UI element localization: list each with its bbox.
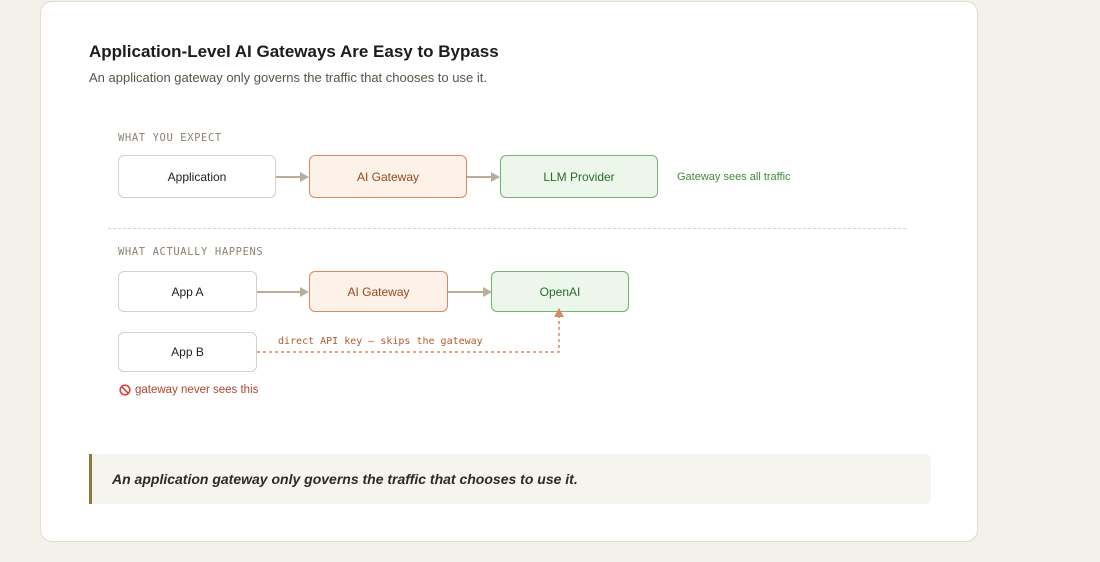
expected-provider-node: LLM Provider bbox=[500, 155, 658, 198]
section-divider bbox=[108, 228, 906, 229]
openai-node: OpenAI bbox=[491, 271, 629, 312]
actual-arrow-2 bbox=[448, 287, 492, 297]
expected-application-node: Application bbox=[118, 155, 276, 198]
expected-section-label: WHAT YOU EXPECT bbox=[118, 132, 222, 144]
page-title: Application-Level AI Gateways Are Easy t… bbox=[89, 42, 499, 61]
callout-quote: An application gateway only governs the … bbox=[89, 454, 931, 504]
expected-arrow-2 bbox=[467, 172, 500, 182]
diagram-card: Application-Level AI Gateways Are Easy t… bbox=[40, 1, 978, 542]
app-b-node: App B bbox=[118, 332, 257, 372]
actual-arrow-1 bbox=[257, 287, 309, 297]
actual-section-label: WHAT ACTUALLY HAPPENS bbox=[118, 246, 264, 258]
bypass-warning-text: gateway never sees this bbox=[135, 384, 259, 396]
bypass-label: direct API key — skips the gateway bbox=[278, 336, 483, 347]
bypass-warning: gateway never sees this bbox=[119, 384, 258, 396]
expected-gateway-node: AI Gateway bbox=[309, 155, 467, 198]
page-subtitle: An application gateway only governs the … bbox=[89, 70, 487, 85]
prohibited-icon bbox=[119, 384, 131, 396]
expected-arrow-1 bbox=[276, 172, 309, 182]
actual-gateway-node: AI Gateway bbox=[309, 271, 448, 312]
expected-note: Gateway sees all traffic bbox=[677, 171, 791, 183]
app-a-node: App A bbox=[118, 271, 257, 312]
